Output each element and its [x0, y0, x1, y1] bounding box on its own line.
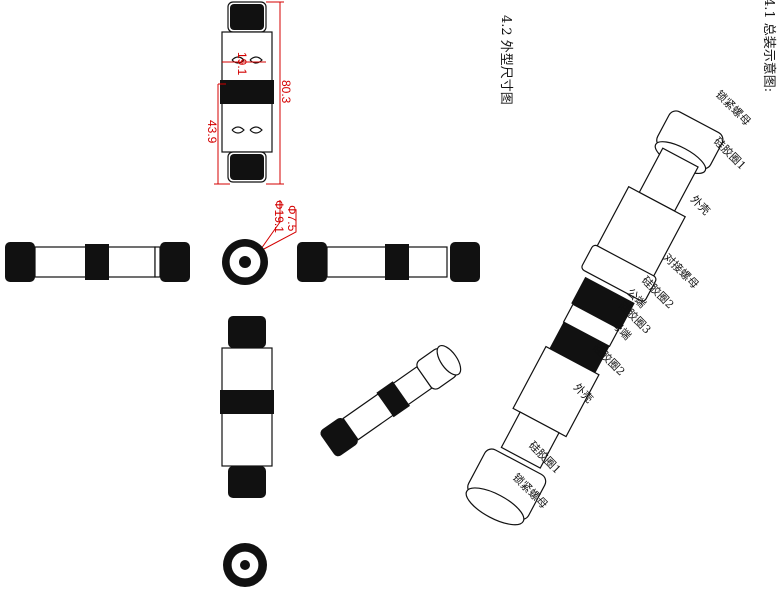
dim-outer-dia: Φ19.1: [272, 200, 286, 233]
dim-half-length: 43.9: [205, 120, 219, 144]
connector-top-view: [220, 1, 274, 183]
part-label: 锁紧螺母: [713, 87, 754, 128]
dimension-lines: [214, 1, 297, 257]
part-label: 对接螺母: [661, 250, 702, 291]
heading-assembly: 4.1 总装示意图:: [761, 0, 777, 92]
connector-exploded: [465, 110, 724, 526]
dim-cable-dia: Φ7.5: [285, 205, 299, 232]
connector-end-view: [222, 239, 268, 285]
heading-dimensions: 4.2 外型尺寸图: [498, 15, 513, 105]
part-label: 外壳: [688, 192, 713, 217]
dim-width: 19.1: [235, 52, 249, 76]
connector-isometric: [320, 344, 462, 457]
connector-right-view: [297, 242, 480, 282]
connector-left-view: [5, 242, 190, 282]
connector-bottom-end-view: [223, 543, 267, 587]
dim-length: 80.3: [279, 80, 293, 104]
connector-bottom-view: [220, 316, 274, 498]
